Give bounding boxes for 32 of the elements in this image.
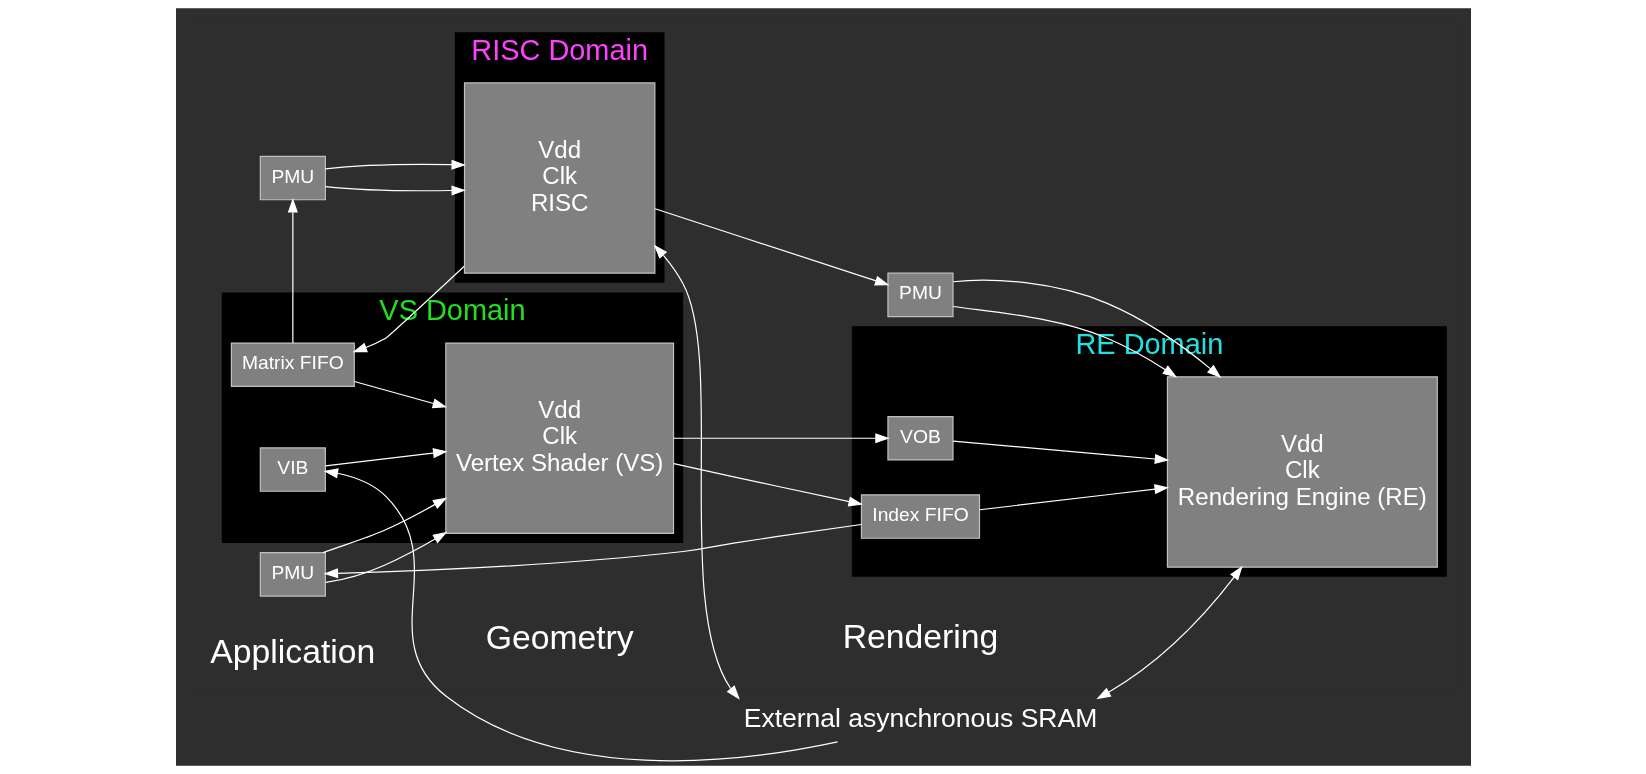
arrow	[324, 185, 466, 196]
arrow	[324, 448, 447, 467]
arrow	[672, 463, 863, 507]
node-box: VIB	[259, 447, 326, 492]
node-box: VOB	[886, 415, 954, 461]
arrow	[287, 198, 298, 344]
node-text: External asynchronous SRAM	[743, 702, 1097, 733]
arrow	[952, 279, 1221, 378]
arrow	[951, 440, 1169, 464]
arrow	[323, 468, 838, 762]
node-box: Vdd Clk RISC	[463, 82, 655, 274]
arrow	[1095, 565, 1243, 700]
node-box: PMU	[886, 272, 954, 318]
arrow	[978, 484, 1169, 511]
node-box: PMU	[259, 552, 326, 597]
arrow	[353, 380, 447, 409]
label: Application	[209, 632, 375, 671]
label: Rendering	[842, 616, 998, 655]
node-box: Vdd Clk Rendering Engine (RE)	[1166, 376, 1438, 568]
arrow	[653, 244, 740, 700]
arrow	[323, 523, 862, 579]
node-box: Matrix FIFO	[230, 342, 355, 388]
arrow	[322, 497, 447, 554]
arrow	[324, 531, 447, 583]
label: Geometry	[485, 617, 634, 656]
arrow	[324, 159, 466, 170]
arrow	[352, 265, 465, 353]
arrow	[672, 433, 890, 444]
arrow	[653, 208, 889, 286]
node-box: PMU	[259, 155, 326, 201]
node-box: Vdd Clk Vertex Shader (VS)	[444, 342, 674, 534]
node-box: Index FIFO	[860, 494, 980, 539]
